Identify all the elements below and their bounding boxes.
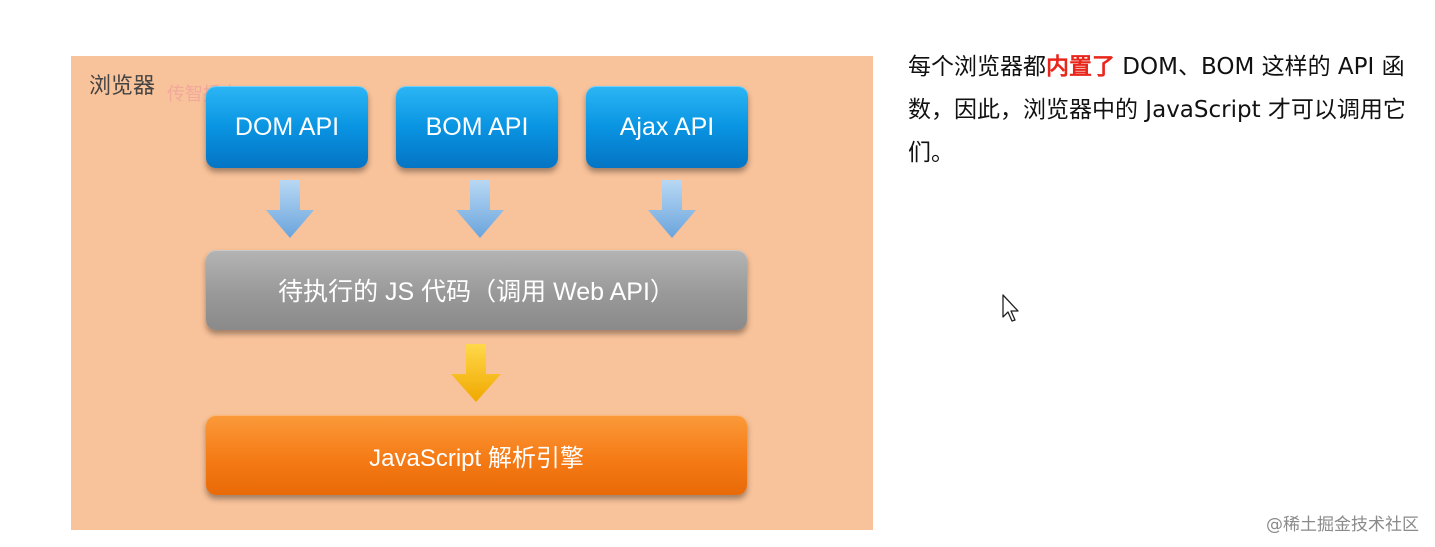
description-prefix: 每个浏览器都 — [908, 54, 1046, 80]
browser-label: 浏览器 — [89, 74, 156, 99]
dom-api-box: DOM API — [206, 86, 368, 168]
pending-js-code-box: 待执行的 JS 代码（调用 Web API） — [206, 250, 747, 330]
bom-api-box: BOM API — [396, 86, 558, 168]
credit-text: @稀土掘金技术社区 — [1266, 515, 1419, 535]
arrow-down-icon — [266, 180, 314, 238]
arrow-down-icon — [456, 180, 504, 238]
description-highlight: 内置了 — [1046, 54, 1115, 80]
js-engine-box: JavaScript 解析引擎 — [206, 415, 747, 495]
arrow-down-icon — [451, 344, 501, 402]
browser-panel: 浏览器 传智播客2178 DOM API BOM API Ajax API 待执… — [71, 56, 873, 530]
description-text: 每个浏览器都内置了 DOM、BOM 这样的 API 函数，因此，浏览器中的 Ja… — [908, 46, 1428, 175]
arrow-down-icon — [648, 180, 696, 238]
ajax-api-box: Ajax API — [586, 86, 748, 168]
mouse-pointer-icon — [1002, 294, 1019, 322]
description-suffix: DOM、BOM 这样的 API 函数，因此，浏览器中的 JavaScript 才… — [908, 54, 1406, 166]
